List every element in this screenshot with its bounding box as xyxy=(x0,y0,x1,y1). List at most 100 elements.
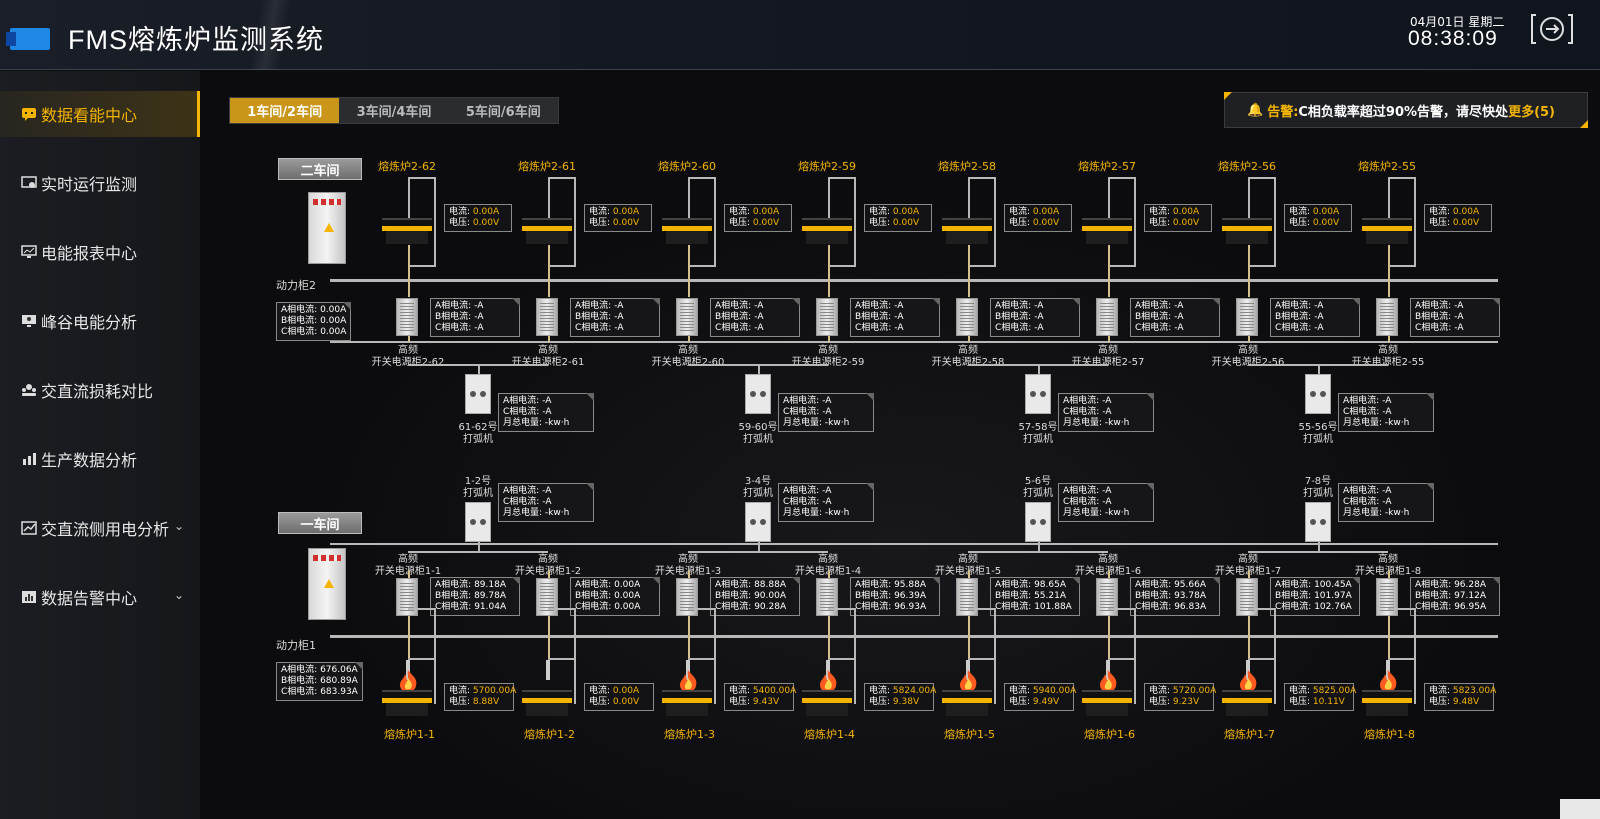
sidebar-item-alarm-center[interactable]: 数据告警中心 ⌄ xyxy=(0,574,200,620)
voltage-value: 9.23V xyxy=(1172,697,1200,707)
cabinet-label: 高频开关电源柜2-62 xyxy=(363,345,453,369)
voltage-label: 电压: xyxy=(1289,697,1313,707)
alert-more-link[interactable]: 更多(5) xyxy=(1508,104,1555,120)
current-label: 电流: xyxy=(869,207,893,217)
sidebar-item-peak-valley[interactable]: 峰谷电能分析 xyxy=(0,298,200,344)
chevron-down-icon[interactable]: ⌄ xyxy=(173,519,184,533)
phase-label: C相电流: xyxy=(281,687,321,697)
phase-a-value: -A xyxy=(894,301,904,311)
alert-label: 告警: xyxy=(1267,104,1299,120)
phase-a-value: -A xyxy=(542,486,552,496)
phase-label: A相电流: xyxy=(783,486,823,496)
busbar-2 xyxy=(330,279,1498,282)
pipe xyxy=(408,265,436,267)
phase-label: B相电流: xyxy=(715,591,755,601)
pipe xyxy=(408,177,410,221)
furnace-name: 熔炼炉2-61 xyxy=(518,160,576,173)
voltage-value: 0.00V xyxy=(1172,218,1200,228)
pipe xyxy=(968,265,996,267)
furnace-name: 熔炼炉1-1 xyxy=(384,728,435,741)
welder-link xyxy=(968,551,1108,553)
pipe xyxy=(1108,608,1136,610)
exit-icon[interactable] xyxy=(1528,12,1576,46)
phase-b-value: 680.89A xyxy=(320,676,358,686)
monitor-user-icon xyxy=(22,315,36,327)
pipe xyxy=(1134,608,1136,704)
phase-c-value: -A xyxy=(1102,407,1112,417)
phase-label: C相电流: xyxy=(503,497,543,507)
voltage-value: 0.00V xyxy=(472,218,500,228)
phase-a-value: -A xyxy=(614,301,624,311)
keyboard-icon[interactable] xyxy=(1560,799,1600,819)
phase-a-value: 95.88A xyxy=(894,580,926,590)
arc-welder xyxy=(1025,374,1051,414)
phase-c-value: 0.00A xyxy=(320,327,347,337)
phase-c-value: 96.95A xyxy=(1454,602,1487,612)
phase-label: B相电流: xyxy=(995,312,1035,322)
feeder-line xyxy=(688,616,690,676)
phase-a-value: -A xyxy=(1314,301,1324,311)
current-value: 0.00A xyxy=(1032,207,1060,217)
tab-workshop-3-4[interactable]: 3车间/4车间 xyxy=(356,105,432,120)
chevron-down-icon[interactable]: ⌄ xyxy=(173,588,184,602)
phase-b-value: 89.78A xyxy=(474,591,506,601)
app-header: FMS熔炼炉监测系统 04月01日 星期二 08:38:09 xyxy=(0,0,1600,70)
flame-icon xyxy=(956,670,980,692)
phase-a-value: 0.00A xyxy=(614,580,641,590)
flame-icon xyxy=(1096,670,1120,692)
arc-welder-label: 5-6号打弧机 xyxy=(1008,476,1068,500)
phase-a-value: -A xyxy=(1382,486,1392,496)
welder-label-line1: 61-62号 xyxy=(458,422,498,433)
welder-label-line1: 5-6号 xyxy=(1024,476,1052,487)
energy-value: -kw·h xyxy=(1104,418,1130,428)
sidebar-item-realtime[interactable]: 实时运行监测 xyxy=(0,160,200,206)
current-value: 5400.00A xyxy=(752,686,797,696)
phase-label: A相电流: xyxy=(503,396,543,406)
arc-welder-label: 1-2号打弧机 xyxy=(448,476,508,500)
sidebar-item-dashboard[interactable]: 数据看能中心 xyxy=(0,91,200,137)
phase-label: B相电流: xyxy=(281,676,321,686)
cabinet-label-line2: 开关电源柜2-57 xyxy=(1071,357,1145,368)
phase-a-value: 676.06A xyxy=(320,665,358,675)
phase-c-value: -A xyxy=(822,407,832,417)
arc-welder xyxy=(1305,374,1331,414)
furnace xyxy=(1082,690,1132,716)
busbar-1 xyxy=(330,635,1498,638)
phase-label: C相电流: xyxy=(1343,407,1383,417)
furnace-name: 熔炼炉1-4 xyxy=(804,728,855,741)
sidebar-item-ac-dc-loss[interactable]: 交直流损耗对比 xyxy=(0,367,200,413)
pipe xyxy=(1108,177,1136,179)
phase-a-value: -A xyxy=(1382,396,1392,406)
sidebar-item-production[interactable]: 生产数据分析 xyxy=(0,436,200,482)
current-value: 0.00A xyxy=(612,207,640,217)
app-title: FMS熔炼炉监测系统 xyxy=(68,25,324,55)
phase-c-value: -A xyxy=(474,323,484,333)
tab-workshop-5-6[interactable]: 5车间/6车间 xyxy=(465,105,541,120)
pipe xyxy=(408,177,436,179)
arc-welder-label: 7-8号打弧机 xyxy=(1288,476,1348,500)
bell-icon: 🔔 xyxy=(1247,102,1264,118)
phase-b-value: 96.39A xyxy=(894,591,926,601)
current-label: 电流: xyxy=(1429,207,1453,217)
energy-value: -kw·h xyxy=(544,508,570,518)
voltage-label: 电压: xyxy=(1149,218,1173,228)
phase-label: A相电流: xyxy=(575,580,615,590)
cabinet-label-line2: 开关电源柜2-56 xyxy=(1211,357,1285,368)
sidebar-item-ac-dc-usage[interactable]: 交直流侧用电分析 ⌄ xyxy=(0,505,200,551)
phase-a-value: -A xyxy=(822,396,832,406)
phase-label: C相电流: xyxy=(855,602,895,612)
tab-workshop-1-2[interactable]: 1车间/2车间 xyxy=(230,98,340,123)
welder-link xyxy=(1318,364,1320,374)
busbar-2-lower xyxy=(330,341,1498,343)
cabinet-label: 高频开关电源柜2-57 xyxy=(1063,345,1153,369)
switching-power-cabinet xyxy=(1096,578,1118,616)
sidebar-item-energy-report[interactable]: 电能报表中心 xyxy=(0,229,200,275)
pipe xyxy=(574,177,576,267)
